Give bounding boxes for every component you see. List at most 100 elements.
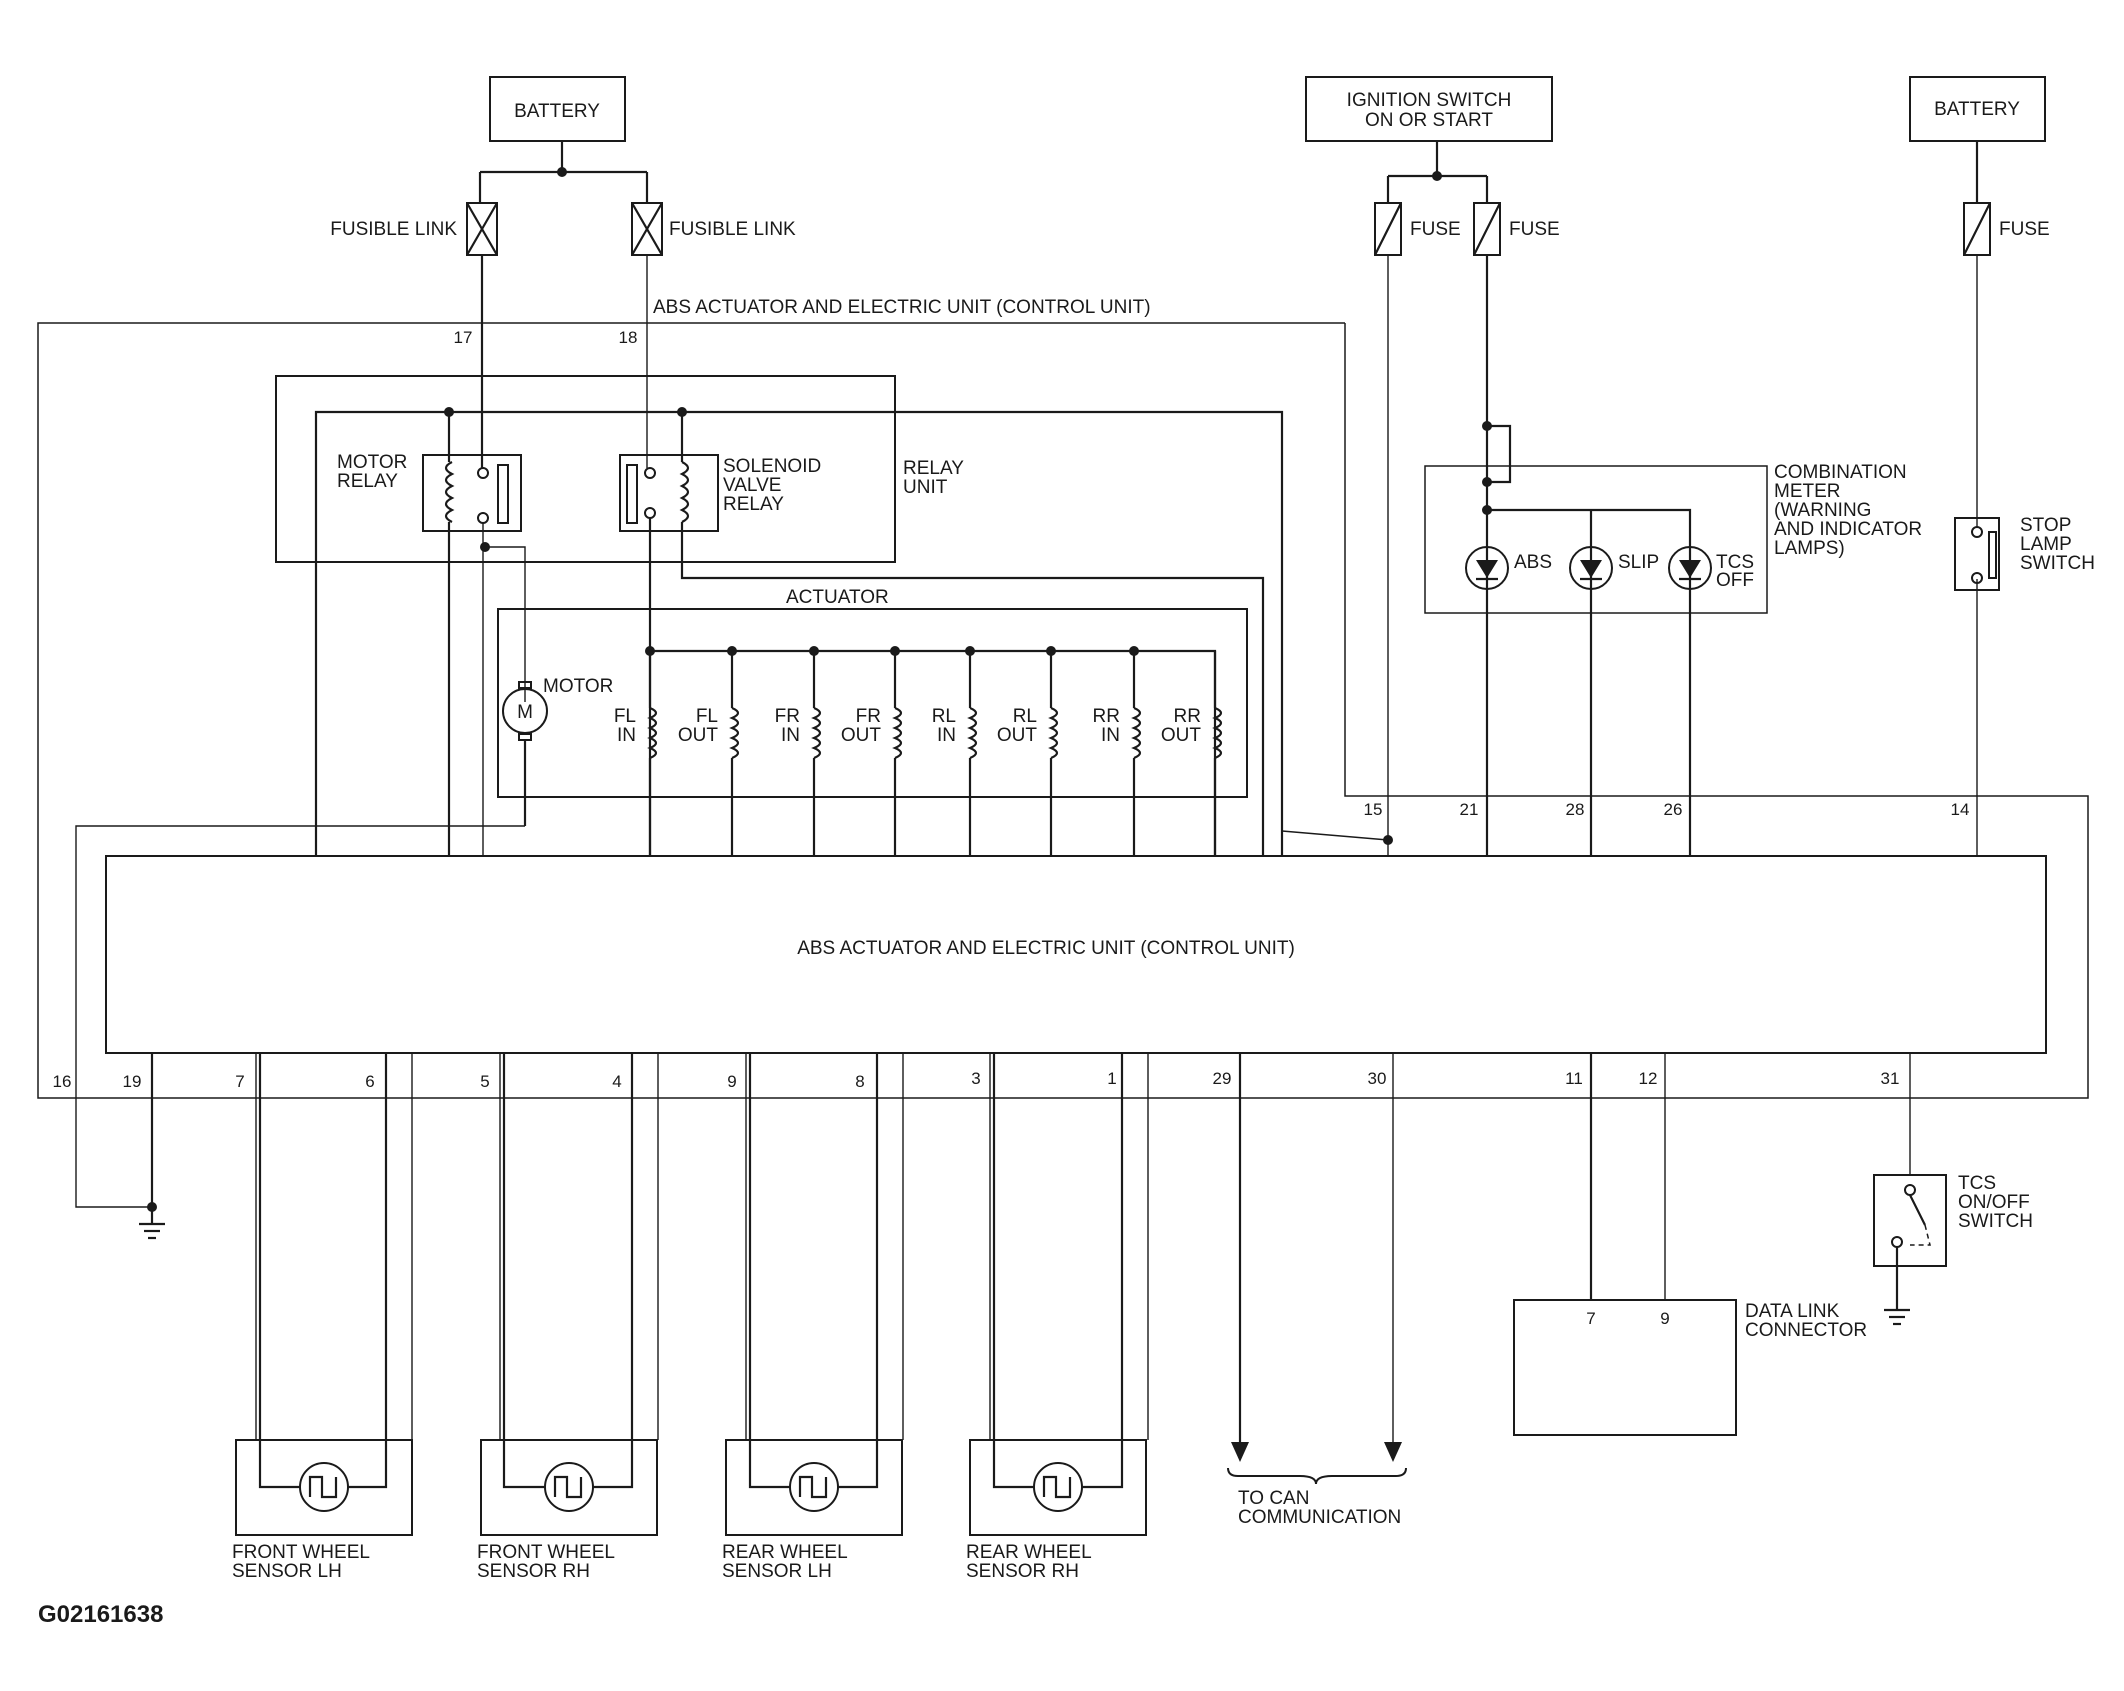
motor-relay-label-1: MOTOR (337, 452, 407, 473)
solenoid-relay-label-3: RELAY (723, 494, 784, 515)
pin-31: 31 (1881, 1069, 1900, 1088)
slip-lamp-label: SLIP (1618, 552, 1659, 573)
wheel-sensor-label-1: REAR WHEEL (722, 1542, 848, 1563)
fuse-2-label: FUSE (1509, 219, 1560, 240)
battery-left-feed (478, 141, 649, 203)
pin-15: 15 (1364, 800, 1383, 819)
fuse-2: FUSE (1473, 202, 1560, 256)
pin-3: 3 (971, 1069, 980, 1088)
stop-lamp-label-2: LAMP (2020, 534, 2072, 555)
stop-lamp-label-1: STOP (2020, 515, 2071, 536)
combination-meter-label-3: (WARNING (1774, 500, 1871, 521)
pin-29: 29 (1213, 1069, 1232, 1088)
actuator-motor: M MOTOR (502, 676, 613, 741)
wheel-sensor-label-1: FRONT WHEEL (477, 1542, 615, 1563)
slip-indicator-lamp: SLIP (1569, 546, 1659, 590)
valve-label-bottom: IN (781, 725, 800, 746)
tcs-switch-label-3: SWITCH (1958, 1211, 2033, 1232)
battery-right-label: BATTERY (1934, 99, 2020, 120)
pin-1: 1 (1107, 1069, 1116, 1088)
can-label-2: COMMUNICATION (1238, 1507, 1401, 1528)
figure-id: G02161638 (38, 1601, 163, 1628)
battery-left-box: BATTERY (489, 76, 626, 142)
tcs-off-lamp-label-2: OFF (1716, 570, 1754, 591)
pin-5: 5 (480, 1072, 489, 1091)
valve-label-bottom: IN (617, 725, 636, 746)
combination-meter-label-5: LAMPS) (1774, 538, 1845, 559)
pin-4: 4 (612, 1072, 621, 1091)
pin-7: 7 (235, 1072, 244, 1091)
motor-relay-label-2: RELAY (337, 471, 398, 492)
combination-meter: COMBINATION METER (WARNING AND INDICATOR… (1424, 462, 1922, 856)
tcs-switch-label-2: ON/OFF (1958, 1192, 2030, 1213)
abs-unit-outer-boundary: ABS ACTUATOR AND ELECTRIC UNIT (CONTROL … (37, 297, 2089, 1099)
valve-label-bottom: IN (937, 725, 956, 746)
ignition-switch-label-1: IGNITION SWITCH (1347, 90, 1512, 111)
pin-17: 17 (454, 328, 473, 347)
tcs-off-indicator-lamp: TCS OFF (1668, 546, 1754, 591)
solenoid-relay-label-2: VALVE (723, 475, 781, 496)
wheel-sensor-label-2: SENSOR LH (232, 1561, 342, 1582)
pin-14: 14 (1951, 800, 1970, 819)
pin-16: 16 (53, 1072, 72, 1091)
pin-21: 21 (1460, 800, 1479, 819)
abs-unit-outer-label: ABS ACTUATOR AND ELECTRIC UNIT (CONTROL … (653, 297, 1151, 318)
wheel-sensor-label-2: SENSOR RH (477, 1561, 590, 1582)
solenoid-valve-relay: SOLENOID VALVE RELAY (619, 454, 821, 532)
valve-label-top: FR (856, 706, 881, 727)
valve-label-top: RR (1093, 706, 1120, 727)
valve-label-bottom: OUT (841, 725, 882, 746)
motor-symbol: M (517, 702, 533, 723)
battery-right-box: BATTERY (1909, 76, 2046, 142)
valve-label-top: RR (1174, 706, 1201, 727)
abs-control-unit: ABS ACTUATOR AND ELECTRIC UNIT (CONTROL … (105, 855, 2047, 1054)
combination-meter-label-1: COMBINATION (1774, 462, 1907, 483)
relay-unit: RELAY UNIT MOTOR RELAY SOLENOID VALVE RE… (275, 375, 964, 563)
battery-left-label: BATTERY (514, 101, 600, 122)
relay-wiring (314, 255, 1284, 856)
wheel-sensor-label-1: REAR WHEEL (966, 1542, 1092, 1563)
valve-label-bottom: OUT (1161, 725, 1202, 746)
right-feeds (1281, 255, 1978, 856)
valve-label-top: FL (696, 706, 718, 727)
ignition-switch-box: IGNITION SWITCH ON OR START (1305, 76, 1553, 142)
fusible-link-1-label: FUSIBLE LINK (330, 219, 457, 240)
ignition-switch-label-2: ON OR START (1365, 110, 1493, 131)
wheel-sensor-label-2: SENSOR RH (966, 1561, 1079, 1582)
wheel-sensor-label-1: FRONT WHEEL (232, 1542, 370, 1563)
can-communication: TO CAN COMMUNICATION (1227, 1053, 1407, 1528)
can-label-1: TO CAN (1238, 1488, 1309, 1509)
stop-lamp-label-3: SWITCH (2020, 553, 2095, 574)
pin-9: 9 (727, 1072, 736, 1091)
abs-warning-lamp: ABS (1465, 546, 1552, 590)
pin-28: 28 (1566, 800, 1585, 819)
solenoid-relay-label-1: SOLENOID (723, 456, 821, 477)
actuator-label: ACTUATOR (786, 587, 889, 608)
valve-label-top: RL (1013, 706, 1037, 727)
pin-12: 12 (1639, 1069, 1658, 1088)
combination-meter-label-2: METER (1774, 481, 1841, 502)
pin-19: 19 (123, 1072, 142, 1091)
fuse-3-label: FUSE (1999, 219, 2050, 240)
pin-6: 6 (365, 1072, 374, 1091)
valve-label-bottom: IN (1101, 725, 1120, 746)
data-link-label-1: DATA LINK (1745, 1301, 1840, 1322)
tcs-switch-label-1: TCS (1958, 1173, 1996, 1194)
fusible-link-2: FUSIBLE LINK (631, 202, 796, 256)
data-link-pin-9: 9 (1660, 1309, 1669, 1328)
tcs-on-off-switch: TCS ON/OFF SWITCH (1873, 1053, 2033, 1326)
tcs-off-lamp-label-1: TCS (1716, 552, 1754, 573)
fusible-link-1: FUSIBLE LINK (330, 202, 498, 256)
